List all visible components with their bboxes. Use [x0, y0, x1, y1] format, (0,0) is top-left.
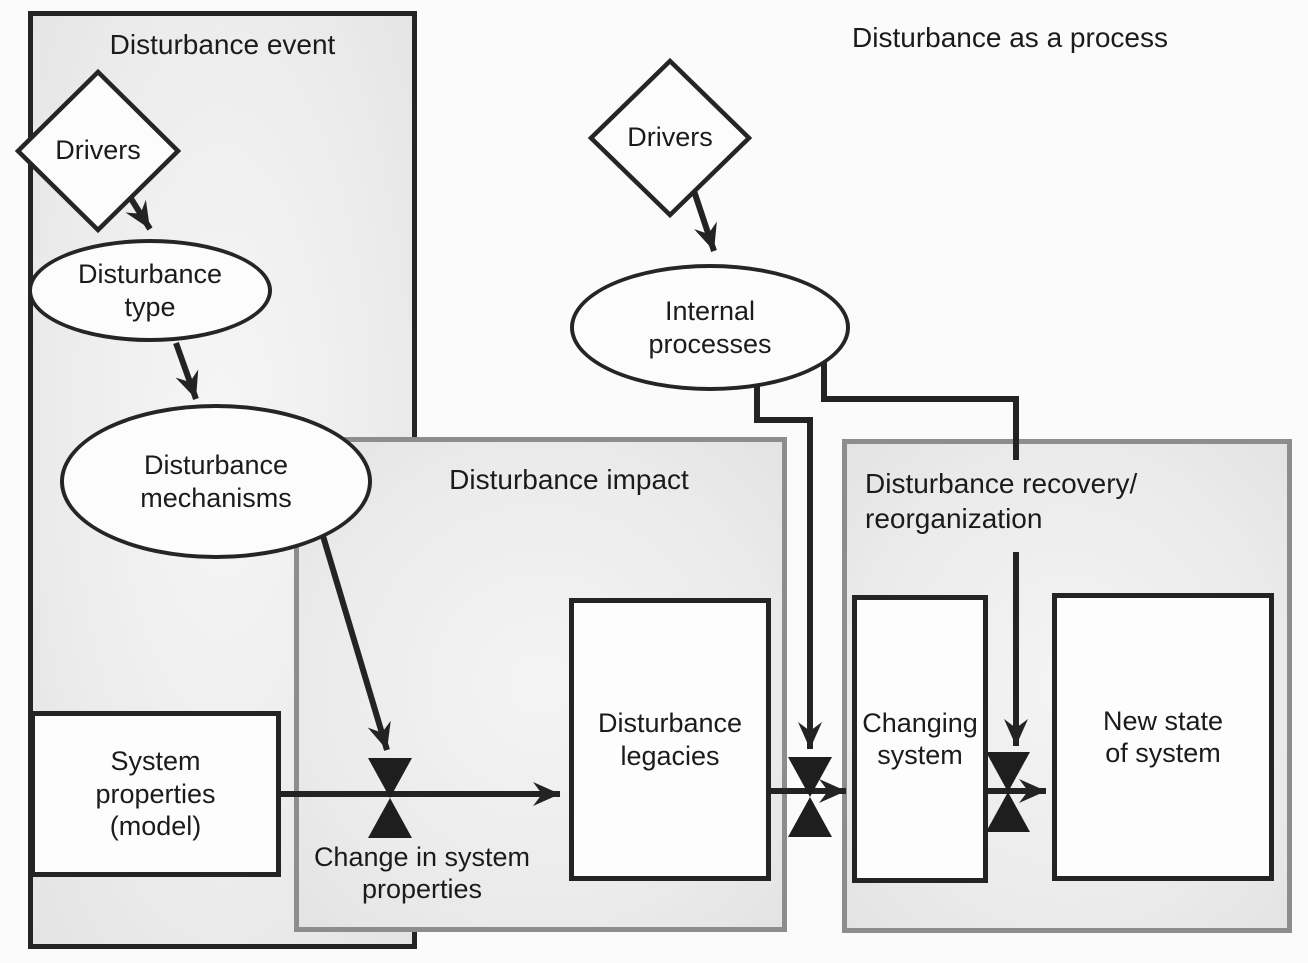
- disturbance-legacies-label: Disturbance legacies: [597, 708, 743, 771]
- drivers-left-label: Drivers: [55, 135, 141, 165]
- new-state-of-system-node: New state of system: [1052, 593, 1274, 881]
- system-properties-label: System properties (model): [95, 746, 216, 842]
- system-properties-node: System properties (model): [30, 711, 281, 877]
- changing-system-node: Changing system: [852, 595, 988, 883]
- disturbance-type-node: Disturbance type: [28, 239, 272, 342]
- drivers-right-label: Drivers: [627, 122, 713, 152]
- internal-processes-node: Internal processes: [570, 264, 850, 391]
- disturbance-type-label: Disturbance type: [77, 259, 223, 322]
- disturbance-mechanisms-node: Disturbance mechanisms: [60, 404, 372, 559]
- change-in-system-properties-label: Change in system properties: [313, 842, 531, 905]
- arrow-drivers-right-to-internal: [691, 190, 717, 252]
- changing-system-label: Changing system: [862, 707, 978, 770]
- disturbance-legacies-node: Disturbance legacies: [569, 598, 771, 881]
- disturbance-as-process-title: Disturbance as a process: [852, 22, 1168, 53]
- bowtie-before-changing-system: [788, 757, 832, 837]
- disturbance-event-title: Disturbance event: [109, 29, 336, 60]
- new-state-of-system-label: New state of system: [1102, 705, 1224, 768]
- disturbance-recovery-title: Disturbance recovery/ reorganization: [865, 466, 1185, 536]
- disturbance-recovery-title-line2: reorganization: [865, 503, 1043, 534]
- disturbance-recovery-title-line1: Disturbance recovery/: [865, 468, 1138, 499]
- disturbance-mechanisms-label: Disturbance mechanisms: [140, 450, 292, 513]
- disturbance-impact-title: Disturbance impact: [449, 464, 689, 495]
- internal-processes-label: Internal processes: [648, 296, 772, 359]
